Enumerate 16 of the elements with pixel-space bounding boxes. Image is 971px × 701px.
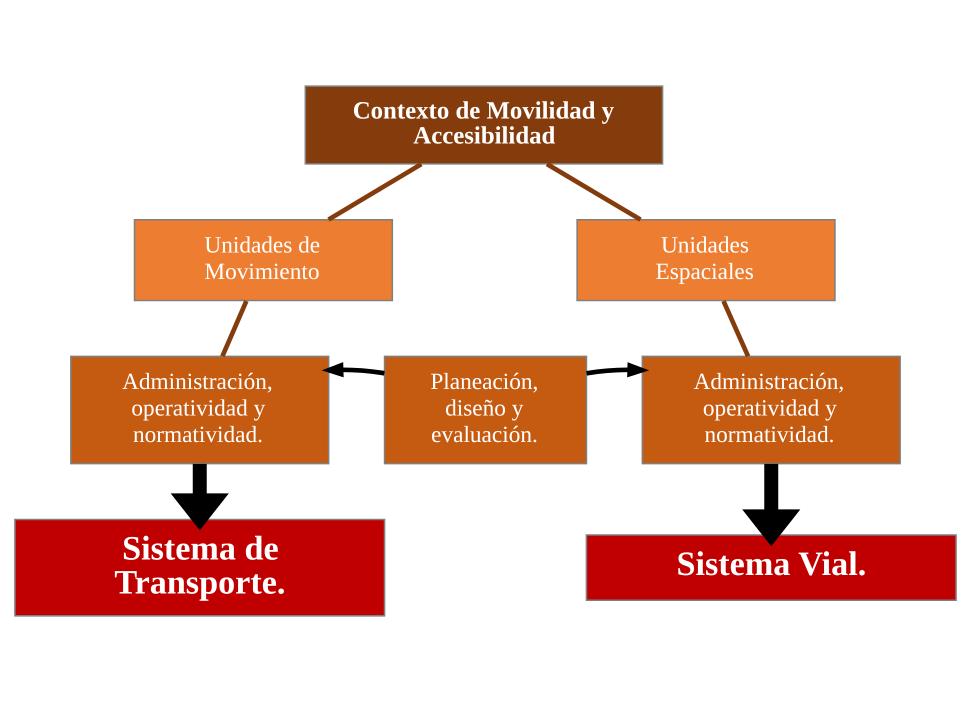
- connector: [327, 162, 423, 222]
- node-box: Unidades Espaciales: [576, 218, 836, 301]
- connector: [546, 162, 642, 222]
- arrow: [586, 362, 650, 377]
- arrow: [170, 463, 229, 530]
- connector: [220, 300, 248, 357]
- node-box: Sistema de Transporte.: [14, 518, 386, 616]
- node-box: Administración, operatividad y normatividad.: [642, 355, 901, 464]
- node-box: Unidades de Movimiento: [134, 218, 394, 301]
- node-box: Contexto de Movilidad y Accesibilidad: [304, 84, 664, 164]
- arrow: [322, 362, 385, 377]
- node-box: Sistema Vial.: [586, 534, 957, 601]
- node-box: Planeación, diseño y evaluación.: [384, 355, 588, 464]
- node-box: Administración, operatividad y normatividad.: [70, 355, 330, 464]
- arrow: [742, 463, 800, 546]
- connector: [721, 300, 750, 357]
